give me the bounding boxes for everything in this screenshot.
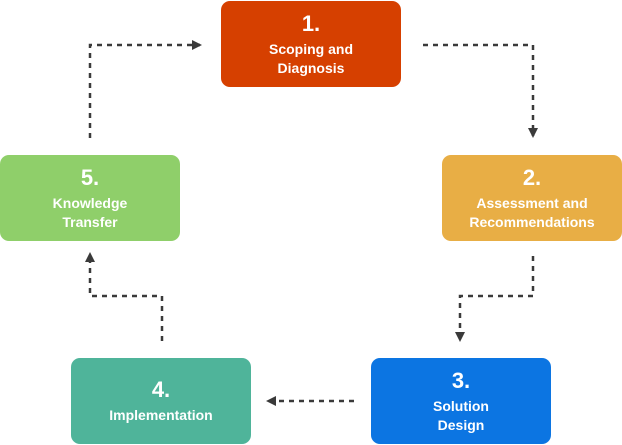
step-3-label: Solution Design — [433, 397, 489, 435]
step-1-label-line1: Scoping and — [269, 40, 353, 57]
step-3-box: 3. Solution Design — [371, 358, 551, 444]
step-5-number: 5. — [80, 164, 100, 190]
step-3-label-line2: Design — [437, 416, 485, 433]
step-4-number: 4. — [151, 377, 171, 402]
arrow-step4-to-step5 — [85, 252, 164, 341]
step-3-label-line1: Solution — [433, 397, 489, 414]
step-5-label-line1: Knowledge — [52, 194, 128, 211]
step-5-box: 5. Knowledge Transfer — [0, 155, 180, 241]
step-1-box: 1. Scoping and Diagnosis — [221, 1, 401, 87]
step-1-number: 1. — [301, 10, 321, 36]
step-1-label-line2: Diagnosis — [277, 59, 345, 76]
step-4-box: 4. Implementation — [71, 358, 251, 444]
step-2-box: 2. Assessment and Recommendations — [442, 155, 622, 241]
arrow-step2-to-step3 — [455, 256, 535, 342]
step-1-label: Scoping and Diagnosis — [269, 40, 353, 78]
step-2-label-line1: Assessment and — [476, 194, 588, 211]
step-2-label: Assessment and Recommendations — [469, 194, 594, 232]
step-3-number: 3. — [451, 367, 471, 393]
step-2-number: 2. — [522, 164, 542, 190]
step-4-label: Implementation — [109, 406, 212, 425]
step-4-label-line1: Implementation — [109, 407, 213, 423]
step-5-label-line2: Transfer — [62, 213, 118, 230]
step-2-label-line2: Recommendations — [469, 213, 595, 230]
arrow-step5-to-step1 — [88, 40, 202, 138]
arrow-step1-to-step2 — [423, 43, 538, 138]
step-5-label: Knowledge Transfer — [53, 194, 128, 232]
